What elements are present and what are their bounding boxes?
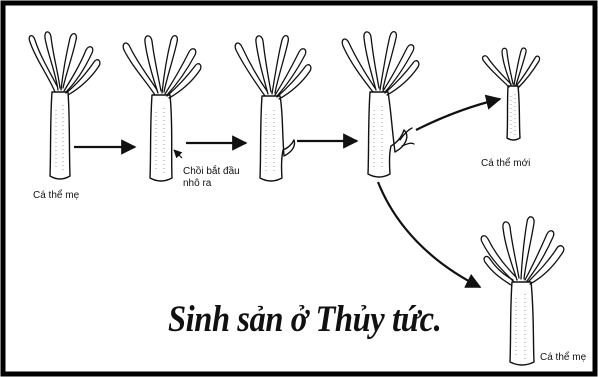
label-parent-2: Cá thể mẹ: [540, 352, 586, 364]
label-bud-start-line2: nhô ra: [183, 178, 211, 190]
hydra-stage-1: [29, 32, 100, 179]
hydra-new-individual: [483, 48, 540, 140]
label-new-individual: Cá thể mới: [481, 158, 530, 170]
label-parent-1: Cá thể mẹ: [33, 190, 79, 202]
hydra-stage-4: [342, 32, 419, 177]
diagram-title: Sinh sản ở Thủy tức.: [168, 298, 441, 341]
hydra-stage-2: [123, 36, 201, 181]
label-bud-start-line1: Chồi bắt đầu: [183, 166, 240, 178]
arrow-to-parent: [378, 182, 480, 287]
hydra-parent-2: [481, 217, 564, 365]
hydra-stage-3: [235, 36, 311, 181]
bud-pointer: [174, 150, 182, 158]
arrow-to-new-individual: [416, 99, 500, 130]
